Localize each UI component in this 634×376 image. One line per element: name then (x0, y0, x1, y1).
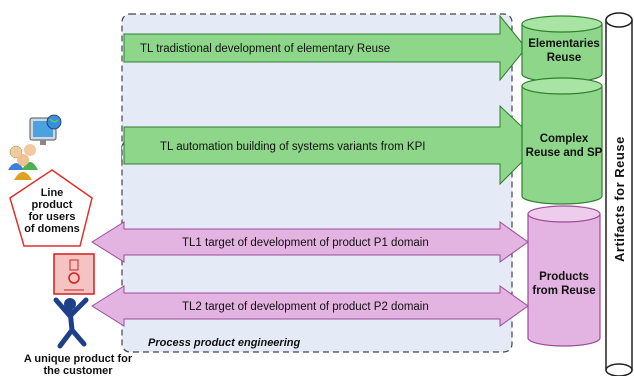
arrow-tl2-p2-domain: TL2 target of development of product P2 … (91, 285, 529, 327)
caption-line1: A unique product for (24, 353, 133, 365)
arrow-tl1-p1-domain: TL1 target of development of product P1 … (91, 221, 529, 263)
arrow-elementary-reuse: TL tradistional development of elementar… (123, 14, 527, 82)
arrow-automation-building: TL automation building of systems varian… (123, 104, 541, 186)
pentagon-line1: Line (41, 187, 64, 199)
pentagon-line4: of domens (24, 223, 80, 235)
cylinder-elementaries-reuse: Elementaries Reuse (521, 15, 603, 83)
line-product-pentagon (9, 169, 93, 247)
arrow-tl1-label: TL1 target of development of product P1 … (182, 237, 429, 249)
cylinder-products-from-reuse: Products from Reuse (527, 205, 601, 347)
arrow-tl2-label: TL2 target of development of product P2 … (182, 301, 429, 313)
cyl1-line1: Elementaries (528, 38, 600, 50)
cyl3-line2: from Reuse (532, 285, 595, 297)
pentagon-line3: for users (28, 211, 75, 223)
running-person-icon (53, 297, 89, 349)
caption-line2: the customer (43, 365, 113, 376)
artifacts-label: Artifacts for Reuse (612, 136, 627, 262)
users-computer-icon (8, 114, 62, 180)
cyl1-line2: Reuse (547, 52, 582, 64)
cylinder-complex-reuse: Complex Reuse and SP (521, 77, 603, 205)
cyl2-line2: Reuse and SP (526, 147, 603, 159)
product-box-icon (53, 253, 95, 295)
cyl2-line1: Complex (540, 133, 589, 145)
process-region-label: Process product engineering (148, 337, 300, 349)
arrow-automation-building-label: TL automation building of systems varian… (160, 141, 425, 153)
cyl3-line1: Products (539, 271, 589, 283)
pentagon-line2: product (32, 199, 73, 211)
artifacts-scroll (605, 12, 633, 376)
arrow-elementary-reuse-label: TL tradistional development of elementar… (140, 43, 390, 55)
